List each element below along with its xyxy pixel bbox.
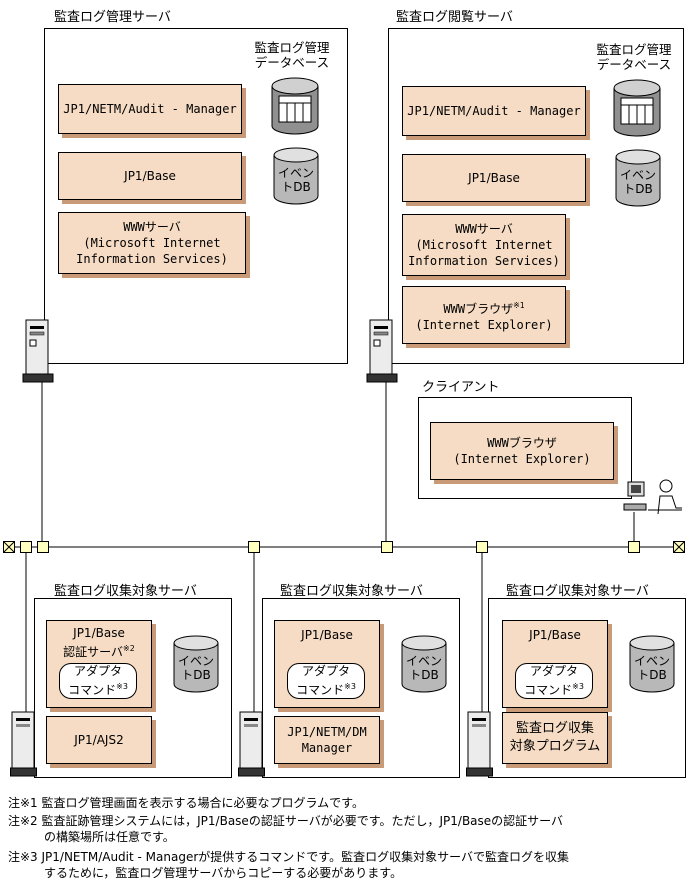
mgmt-event-db-icon: イベントDB [272, 146, 320, 206]
client-title: クライアント [422, 380, 500, 395]
target-server-pc-icon [10, 711, 37, 777]
target-server-title: 監査ログ収集対象サーバ [54, 584, 197, 599]
network-terminator-left [3, 541, 15, 553]
view-audit-manager-box: JP1/NETM/Audit - Manager [402, 86, 586, 136]
footnote-3-cont: するために，監査ログ管理サーバからコピーする必要があります。 [8, 866, 403, 880]
mgmt-www-server-box: WWWサーバ (Microsoft Internet Information S… [58, 212, 246, 274]
view-event-db-icon: イベントDB [614, 148, 662, 208]
network-node [20, 541, 32, 553]
mgmt-server-title: 監査ログ管理サーバ [54, 10, 171, 25]
client-www-browser-box: WWWブラウザ (Internet Explorer) [430, 422, 614, 480]
adapter-command: アダプタ コマンド※3 [59, 663, 137, 699]
target-event-db-icon: イベントDB [628, 634, 676, 694]
adapter-command: アダプタ コマンド※3 [515, 663, 593, 699]
mgmt-jp1base-box: JP1/Base [58, 152, 242, 200]
footnote-1: 注※1 監査ログ管理画面を表示する場合に必要なプログラムです。 [8, 796, 364, 810]
target-server-title: 監査ログ収集対象サーバ [280, 584, 423, 599]
view-server-title: 監査ログ閲覧サーバ [396, 10, 513, 25]
target-jp1base-box: JP1/Base アダプタ コマンド※3 [274, 620, 380, 708]
view-server-pc-icon [366, 319, 398, 383]
network-node [37, 541, 49, 553]
adapter-command: アダプタ コマンド※3 [287, 663, 365, 699]
network-node [248, 541, 260, 553]
view-jp1base-box: JP1/Base [402, 154, 586, 202]
network-node [628, 541, 640, 553]
target-server-title: 監査ログ収集対象サーバ [506, 584, 649, 599]
view-db-label: 監査ログ管理 データベース [596, 42, 672, 72]
footnote-2: 注※2 監査証跡管理システムには，JP1/Baseの認証サーバが必要です。ただし… [8, 814, 564, 828]
target-server-pc-icon [466, 711, 493, 777]
mgmt-audit-db-icon [271, 77, 319, 135]
mgmt-server-pc-icon [22, 319, 54, 383]
target-jp1base-box: JP1/Base アダプタ コマンド※3 [502, 620, 608, 708]
view-www-browser-box: WWWブラウザ※1 (Internet Explorer) [402, 286, 566, 344]
target-event-db-icon: イベントDB [400, 634, 448, 694]
target-jp1base-box: JP1/Base 認証サーバ※2 アダプタ コマンド※3 [46, 620, 152, 708]
network-node [476, 541, 488, 553]
footnote-3: 注※3 JP1/NETM/Audit - Managerが提供するコマンドです。… [8, 850, 569, 864]
network-terminator-right [673, 541, 685, 553]
target-event-db-icon: イベントDB [172, 634, 220, 694]
target-server-pc-icon [238, 711, 265, 777]
target-bottom-program-box: JP1/AJS2 [46, 716, 152, 764]
view-audit-db-icon [613, 79, 661, 137]
view-www-server-box: WWWサーバ (Microsoft Internet Information S… [402, 214, 566, 276]
network-node [381, 541, 393, 553]
footnote-2-cont: の構築場所は任意です。 [8, 830, 175, 844]
target-bottom-program-box: 監査ログ収集対象プログラム [502, 712, 608, 764]
client-user-pc-icon [623, 479, 682, 515]
mgmt-audit-manager-box: JP1/NETM/Audit - Manager [58, 84, 242, 134]
mgmt-db-label: 監査ログ管理 データベース [254, 40, 330, 70]
